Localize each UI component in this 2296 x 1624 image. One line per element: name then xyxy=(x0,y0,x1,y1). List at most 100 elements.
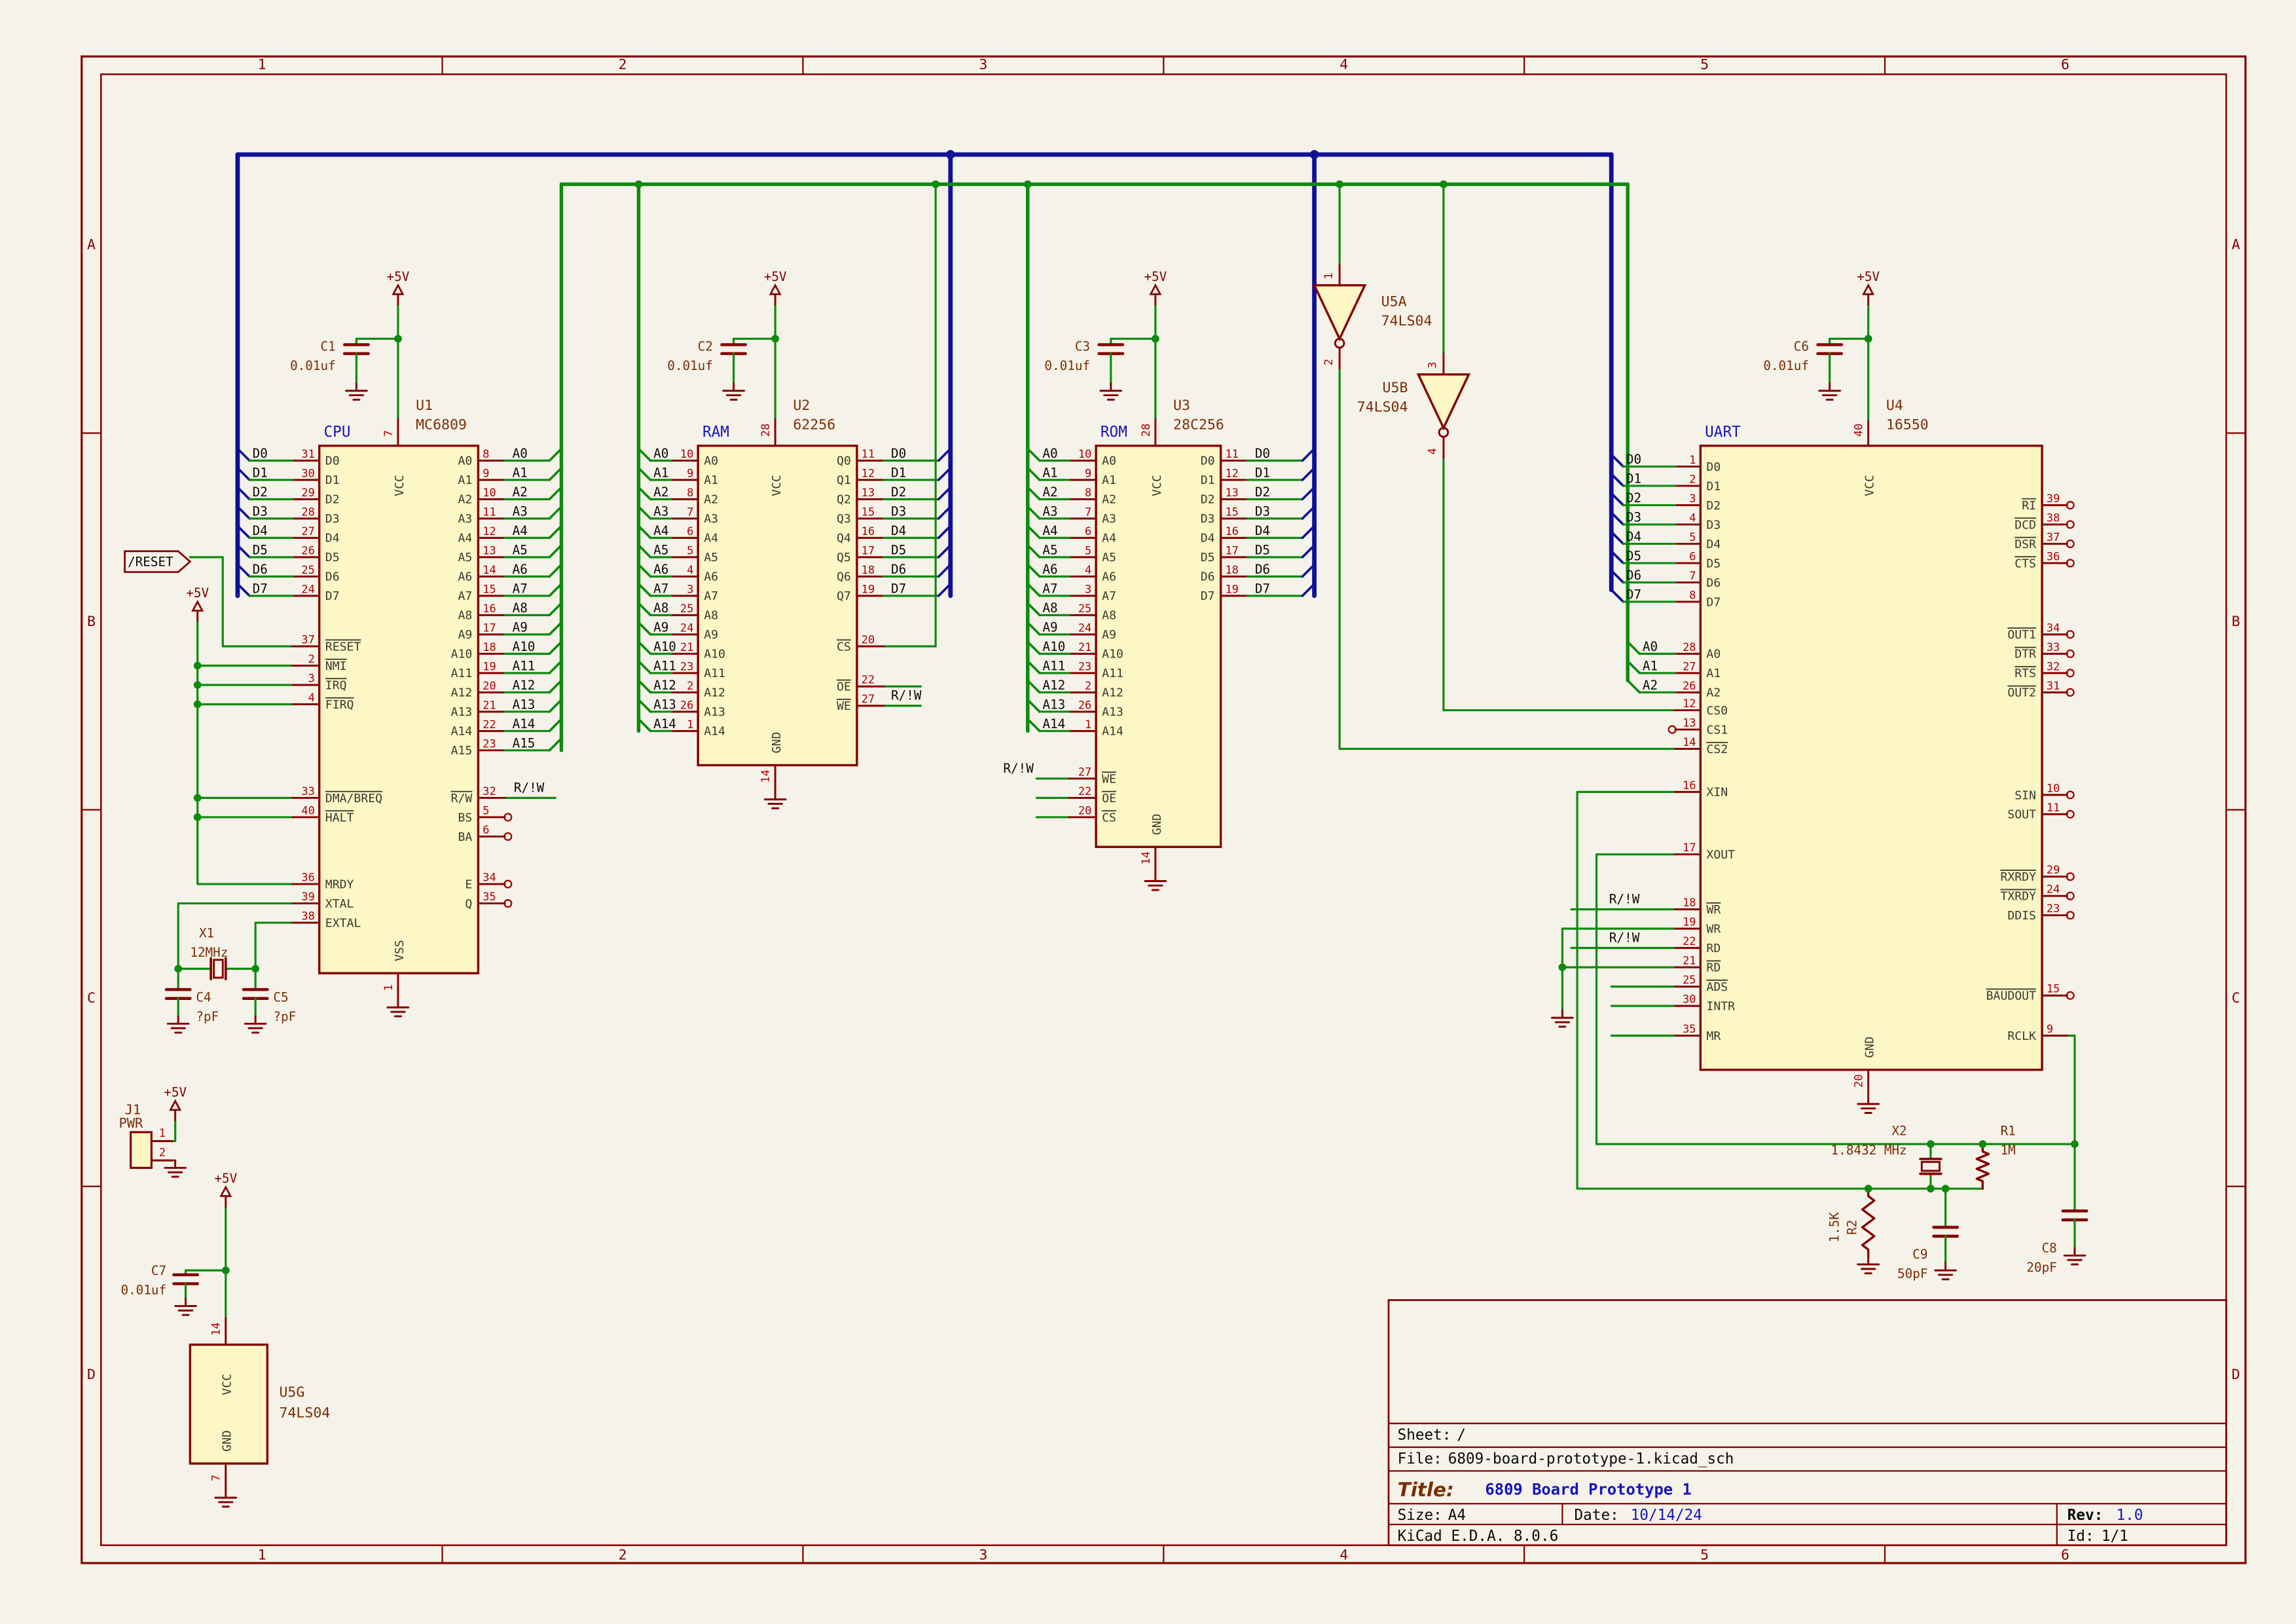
pin-number: 27 xyxy=(1683,660,1696,673)
symbol-body-U1[interactable] xyxy=(318,444,480,974)
inverter-triangle[interactable] xyxy=(1312,284,1367,342)
unconnected-pin-marker xyxy=(2066,790,2075,800)
pin-number: 7 xyxy=(1689,570,1696,583)
pin-name: FIRQ xyxy=(325,698,354,712)
gnd-symbol[interactable] xyxy=(763,790,787,809)
power-flag-5v[interactable]: +5V xyxy=(1144,269,1167,306)
component-value: 16550 xyxy=(1886,417,1929,434)
gnd-symbol[interactable] xyxy=(1099,382,1123,401)
pin-number: 2 xyxy=(308,653,315,666)
crystal-X2[interactable]: X21.8432 MHz xyxy=(1831,1124,1942,1190)
resistor-R2[interactable]: R21.5K xyxy=(1827,1187,1880,1274)
wire[interactable] xyxy=(177,902,294,991)
pin-name: D2 xyxy=(1706,499,1721,513)
reference-designator: X1 xyxy=(199,926,214,941)
gnd-symbol[interactable] xyxy=(1934,1262,1958,1281)
gnd-symbol[interactable] xyxy=(722,382,745,401)
net-label: A2 xyxy=(1042,485,1057,500)
symbol-body-U3[interactable] xyxy=(1095,444,1222,849)
gnd-symbol[interactable] xyxy=(386,999,410,1018)
pin-name: D1 xyxy=(1706,479,1721,493)
gnd-symbol[interactable] xyxy=(1144,872,1167,891)
capacitor-C1[interactable]: C10.01uf xyxy=(290,337,370,401)
reference-designator: C7 xyxy=(151,1263,166,1278)
power-flag-5v[interactable]: +5V xyxy=(186,585,209,622)
power-flag-5v[interactable]: +5V xyxy=(764,269,787,306)
pin-name: A0 xyxy=(458,454,473,468)
symbol-body-U2[interactable] xyxy=(697,444,858,767)
pin-name: D0 xyxy=(1201,454,1215,468)
pin-number: 11 xyxy=(1225,448,1238,461)
wire[interactable] xyxy=(1595,853,2076,1145)
power-flag-5v[interactable]: +5V xyxy=(1857,269,1880,306)
power-flag-5v[interactable]: +5V xyxy=(214,1171,238,1208)
pin-number: 4 xyxy=(1085,564,1091,577)
net-label: A15 xyxy=(513,735,536,750)
wire-junction xyxy=(1023,180,1032,189)
gnd-symbol[interactable] xyxy=(1857,1096,1880,1114)
unconnected-pin-marker xyxy=(2066,559,2075,568)
wire-junction xyxy=(1558,963,1567,972)
wire[interactable] xyxy=(189,556,294,648)
capacitor-C2[interactable]: C20.01uf xyxy=(667,337,748,401)
gnd-symbol[interactable] xyxy=(1857,1256,1880,1274)
net-label: A3 xyxy=(513,504,528,519)
wire[interactable] xyxy=(254,921,294,991)
pin-number: 2 xyxy=(159,1146,166,1159)
power-flag-5v[interactable]: +5V xyxy=(387,269,410,306)
bus-junction xyxy=(945,150,955,159)
power-flag-5v[interactable]: +5V xyxy=(164,1085,187,1122)
bus-entry xyxy=(1301,525,1316,540)
capacitor-C3[interactable]: C30.01uf xyxy=(1044,337,1125,401)
symbol-body-U5G[interactable] xyxy=(189,1343,269,1465)
global-label-RESET[interactable]: /RESET xyxy=(124,550,192,573)
connector-body[interactable] xyxy=(130,1131,153,1170)
gnd-symbol[interactable] xyxy=(164,1159,187,1178)
capacitor-C4[interactable]: C4?pF xyxy=(164,987,219,1034)
gnd-symbol[interactable] xyxy=(244,1015,267,1034)
wire[interactable] xyxy=(1561,927,1677,1012)
pin-name: A10 xyxy=(451,648,473,661)
pin-name: CTS xyxy=(2014,557,2036,570)
pin-number: 15 xyxy=(2047,983,2060,996)
gnd-symbol[interactable] xyxy=(1551,1009,1574,1028)
pin-name: A8 xyxy=(1102,609,1116,623)
gnd-symbol[interactable] xyxy=(2063,1247,2086,1266)
capacitor-C5[interactable]: C5?pF xyxy=(242,987,296,1034)
pin-name: WE xyxy=(1102,772,1116,786)
gnd-symbol[interactable] xyxy=(166,1015,190,1034)
pin-number: 20 xyxy=(483,680,496,693)
pin-number: 22 xyxy=(862,674,875,687)
gnd-symbol[interactable] xyxy=(214,1489,238,1508)
bus-entry xyxy=(637,563,652,578)
bus-entry xyxy=(548,602,563,617)
wire[interactable] xyxy=(1576,790,1984,1190)
wire[interactable] xyxy=(2066,1034,2076,1145)
pin-name: RXRDY xyxy=(2000,870,2036,884)
capacitor-C6[interactable]: C60.01uf xyxy=(1763,337,1844,401)
gnd-symbol[interactable] xyxy=(1818,382,1842,401)
gnd-symbol[interactable] xyxy=(345,382,368,401)
capacitor-C7[interactable]: C70.01uf xyxy=(120,1263,199,1316)
pin-number: 28 xyxy=(1140,424,1153,437)
pin-number: 9 xyxy=(687,467,693,480)
pin-name: A3 xyxy=(704,512,718,526)
gnd-symbol[interactable] xyxy=(174,1297,197,1316)
inverter-triangle[interactable] xyxy=(1416,373,1471,431)
pin-number: 10 xyxy=(1078,448,1091,461)
pin-name: BAUDOUT xyxy=(1986,989,2036,1003)
symbol-body-U4[interactable] xyxy=(1699,444,2043,1071)
